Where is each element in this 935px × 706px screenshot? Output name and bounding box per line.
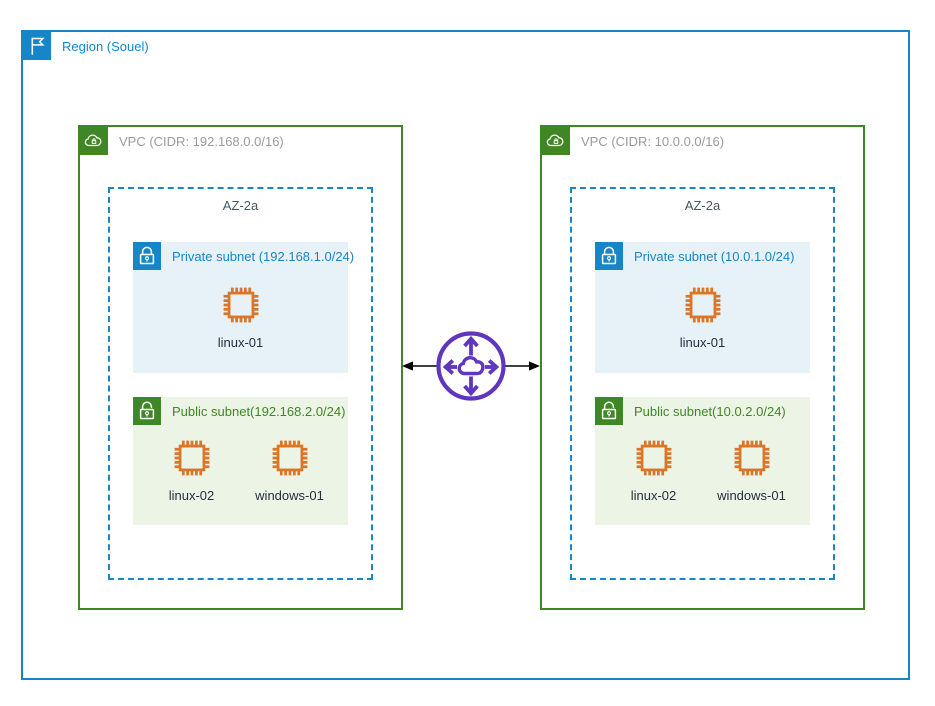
private-subnet: Private subnet (10.0.1.0/24) linux-01 <box>595 242 810 373</box>
public-subnet-header: Public subnet(192.168.2.0/24) <box>133 397 345 425</box>
az-box: AZ-2a Private subnet (192.168.1.0/ <box>108 187 373 580</box>
region-label: Region (Souel) <box>62 38 149 54</box>
vpc-peering-connector <box>402 328 540 404</box>
az-label: AZ-2a <box>222 198 259 213</box>
ec2-chip-icon <box>219 283 263 332</box>
public-subnet-label: Public subnet(192.168.2.0/24) <box>172 403 346 419</box>
vpc-cloud-lock-icon <box>80 127 108 155</box>
instance-label: linux-02 <box>168 488 215 503</box>
instance-row: linux-01 <box>133 283 348 350</box>
ec2-chip-icon <box>268 436 312 485</box>
vpc-label: VPC (CIDR: 192.168.0.0/16) <box>119 133 284 149</box>
private-subnet-header: Private subnet (10.0.1.0/24) <box>595 242 794 270</box>
instance-label: linux-01 <box>217 335 264 350</box>
peering-arrow-left <box>402 361 438 371</box>
lock-closed-icon <box>595 242 623 270</box>
private-subnet-label: Private subnet (10.0.1.0/24) <box>634 248 795 264</box>
lock-open-icon <box>595 397 623 425</box>
private-subnet: Private subnet (192.168.1.0/24) linux-01 <box>133 242 354 373</box>
instance-row: linux-02 windows-01 <box>133 436 348 503</box>
private-subnet-header: Private subnet (192.168.1.0/24) <box>133 242 354 270</box>
peering-arrow-right <box>504 361 540 371</box>
public-subnet-header: Public subnet(10.0.2.0/24) <box>595 397 786 425</box>
ec2-chip-icon <box>632 436 676 485</box>
instance-row: linux-01 <box>595 283 810 350</box>
public-subnet: Public subnet(10.0.2.0/24) linux-02 <box>595 397 810 525</box>
flag-icon <box>23 32 51 60</box>
vpc-header: VPC (CIDR: 10.0.0.0/16) <box>542 127 724 155</box>
instance-label: windows-01 <box>255 488 324 503</box>
private-subnet-label: Private subnet (192.168.1.0/24) <box>172 248 355 264</box>
lock-open-icon <box>133 397 161 425</box>
ec2-instance: linux-02 <box>613 436 695 503</box>
vpc-header: VPC (CIDR: 192.168.0.0/16) <box>80 127 284 155</box>
instance-row: linux-02 windows-01 <box>595 436 810 503</box>
region-header: Region (Souel) <box>23 32 149 60</box>
public-subnet: Public subnet(192.168.2.0/24) linux-02 <box>133 397 348 525</box>
ec2-instance: linux-01 <box>200 283 282 350</box>
public-subnet-label: Public subnet(10.0.2.0/24) <box>634 403 786 419</box>
ec2-instance: windows-01 <box>249 436 331 503</box>
vpc-left: VPC (CIDR: 192.168.0.0/16) AZ-2a <box>78 125 403 610</box>
instance-label: linux-01 <box>679 335 726 350</box>
instance-label: windows-01 <box>717 488 786 503</box>
ec2-instance: windows-01 <box>711 436 793 503</box>
vpc-right: VPC (CIDR: 10.0.0.0/16) AZ-2a <box>540 125 865 610</box>
lock-closed-icon <box>133 242 161 270</box>
instance-label: linux-02 <box>630 488 677 503</box>
vpc-peering-icon <box>436 331 506 401</box>
vpc-label: VPC (CIDR: 10.0.0.0/16) <box>581 133 725 149</box>
region-box: Region (Souel) VPC (CIDR: 192.168.0.0/16… <box>21 30 910 680</box>
ec2-instance: linux-01 <box>662 283 744 350</box>
az-box: AZ-2a Private subnet (10.0.1.0/24) <box>570 187 835 580</box>
az-label: AZ-2a <box>684 198 721 213</box>
ec2-chip-icon <box>730 436 774 485</box>
ec2-chip-icon <box>681 283 725 332</box>
ec2-instance: linux-02 <box>151 436 233 503</box>
ec2-chip-icon <box>170 436 214 485</box>
vpc-cloud-lock-icon <box>542 127 570 155</box>
